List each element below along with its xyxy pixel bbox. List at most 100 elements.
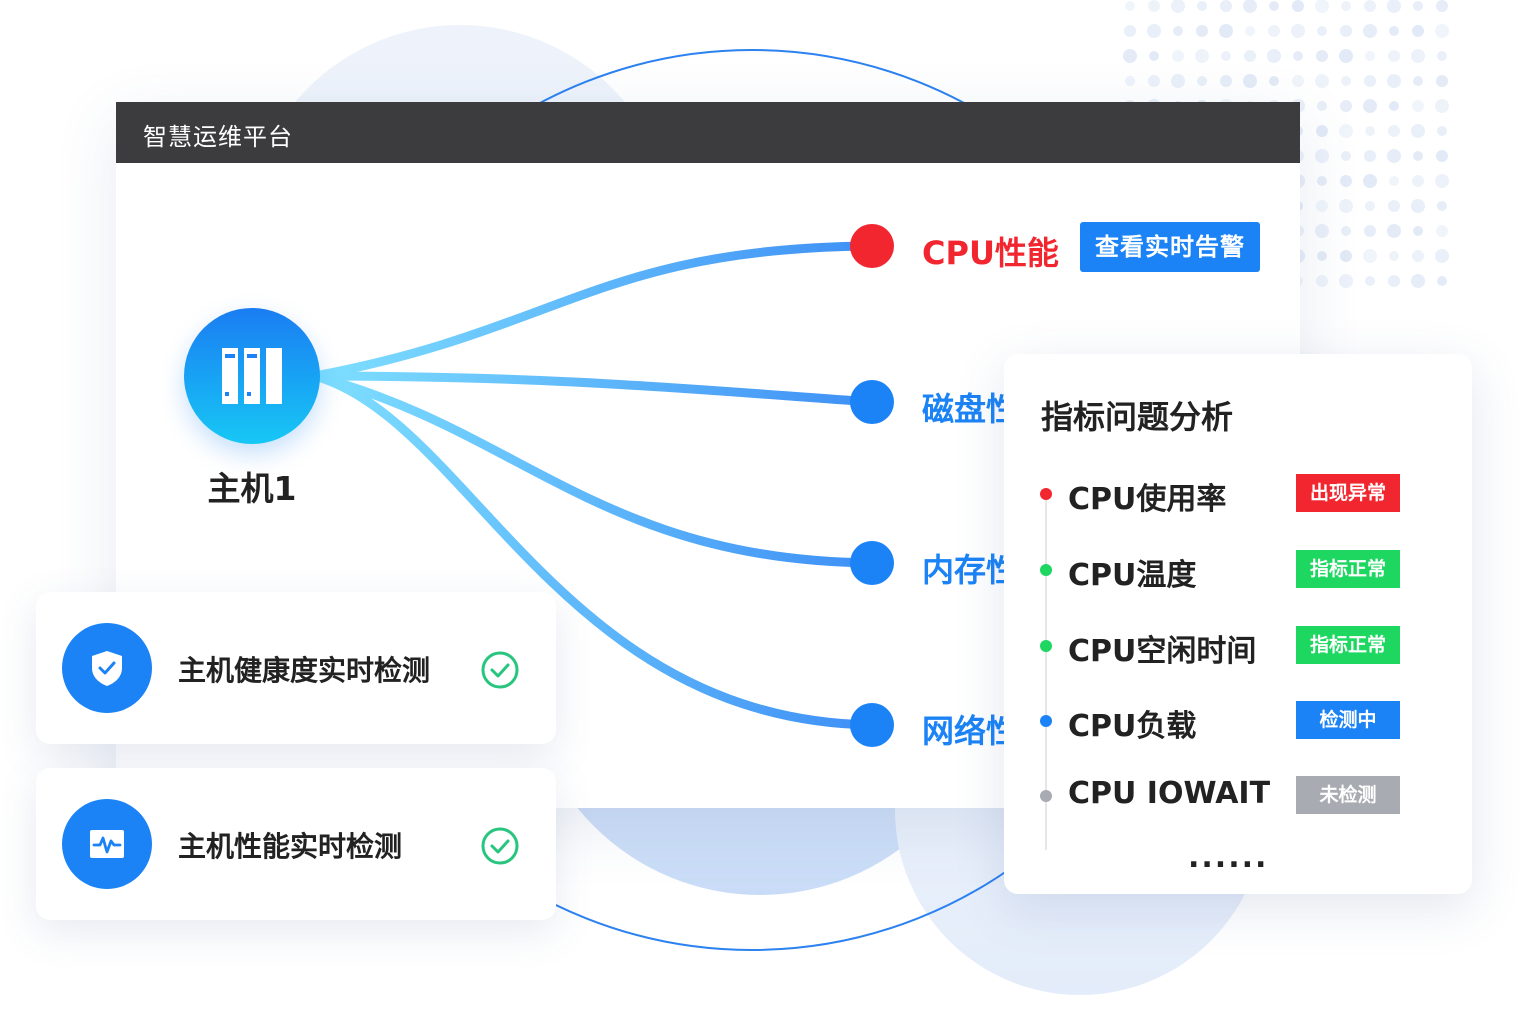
decor-dot [1171,0,1185,13]
card-icon-badge [62,623,152,713]
decor-dot [1389,251,1399,261]
decor-dot [1387,74,1401,88]
decor-dot [1412,25,1424,37]
decor-dot [1341,151,1351,161]
decor-dot [1221,51,1231,61]
decor-dot [1317,101,1327,111]
decor-dot [1435,99,1449,113]
decor-dot [1147,24,1161,38]
decor-dot [1269,1,1279,11]
decor-dot [1316,275,1328,287]
decor-dot [1435,249,1449,263]
decor-dot [1339,274,1353,288]
decor-dot [1412,175,1424,187]
decor-dot [1340,175,1352,187]
performance-monitor-card[interactable]: 主机性能实时检测 [36,768,556,920]
decor-dot [1315,74,1329,88]
decor-dot [1388,200,1400,212]
line-network [310,371,877,730]
decor-dot [1363,174,1377,188]
decor-dot [1363,249,1377,263]
status-badge: 出现异常 [1296,474,1400,512]
view-realtime-alarm-button[interactable]: 查看实时告警 [1080,222,1260,272]
metric-dot-memory[interactable] [850,541,894,585]
metric-label-cpu[interactable]: CPU性能 [922,234,1059,272]
decor-dot [1195,49,1209,63]
metric-dot-cpu[interactable] [850,224,894,268]
host-node[interactable] [184,308,320,444]
status-dot [1040,640,1052,652]
status-dot [1040,564,1052,576]
decor-dot [1388,275,1400,287]
decor-dot [1365,276,1375,286]
decor-dot [1292,75,1304,87]
decor-dot [1124,25,1136,37]
host-label: 主机1 [207,469,297,508]
decor-dot [1363,99,1377,113]
decor-dot [1267,49,1281,63]
decor-dot [1389,101,1399,111]
decor-dot [1340,250,1352,262]
metric-dot-network[interactable] [850,703,894,747]
decor-dot [1317,26,1327,36]
decor-dot [1148,0,1160,12]
list-item[interactable]: CPU使用率 出现异常 [1004,474,1472,517]
decor-dot [1317,251,1327,261]
decor-dot [1387,149,1401,163]
more-indicator: ...... [1188,840,1269,875]
status-badge: 未检测 [1296,776,1400,814]
list-item[interactable]: CPU负载 检测中 [1004,701,1472,744]
metric-name: CPU温度 [1068,558,1197,593]
decor-dot [1388,50,1400,62]
decor-dot [1365,51,1375,61]
decor-dot [1243,74,1257,88]
decor-dot [1389,26,1399,36]
decor-dot [1365,201,1375,211]
decor-dot [1437,126,1447,136]
decor-dot [1413,76,1423,86]
decor-dot [1413,151,1423,161]
metric-dot-disk[interactable] [850,380,894,424]
decor-dot [1436,0,1448,12]
decor-dot [1413,226,1423,236]
window-titlebar: 智慧运维平台 [116,102,1300,163]
list-item[interactable]: CPU空闲时间 指标正常 [1004,626,1472,669]
decor-dot [1437,201,1447,211]
decor-dot [1412,250,1424,262]
check-circle-icon [481,827,519,865]
metric-name: CPU IOWAIT [1068,776,1271,811]
metric-name: CPU空闲时间 [1068,634,1257,669]
status-dot [1040,790,1052,802]
status-badge: 指标正常 [1296,626,1400,664]
decor-dot [1316,200,1328,212]
list-item[interactable]: CPU温度 指标正常 [1004,550,1472,593]
decor-dot [1436,150,1448,162]
decor-dot [1363,24,1377,38]
decor-dot [1341,76,1351,86]
decor-dot [1411,124,1425,138]
decor-dot [1411,49,1425,63]
list-item[interactable]: CPU IOWAIT 未检测 [1004,776,1472,816]
status-badge: 指标正常 [1296,550,1400,588]
decor-dot [1388,125,1400,137]
decor-dot [1341,1,1351,11]
decor-dot [1435,174,1449,188]
decor-dot [1197,76,1207,86]
status-dot [1040,488,1052,500]
decor-dot [1389,176,1399,186]
decor-dot [1123,49,1137,63]
decor-dot [1316,50,1328,62]
decor-dot [1364,225,1376,237]
decor-dot [1315,0,1329,13]
decor-dot [1413,1,1423,11]
status-dot [1040,715,1052,727]
decor-dot [1125,76,1135,86]
panel-title: 指标问题分析 [1041,398,1234,436]
line-disk [310,371,877,407]
decor-dot [1436,75,1448,87]
health-monitor-card[interactable]: 主机健康度实时检测 [36,592,556,744]
check-circle-icon [481,651,519,689]
card-icon-badge [62,799,152,889]
decor-dot [1268,25,1280,37]
